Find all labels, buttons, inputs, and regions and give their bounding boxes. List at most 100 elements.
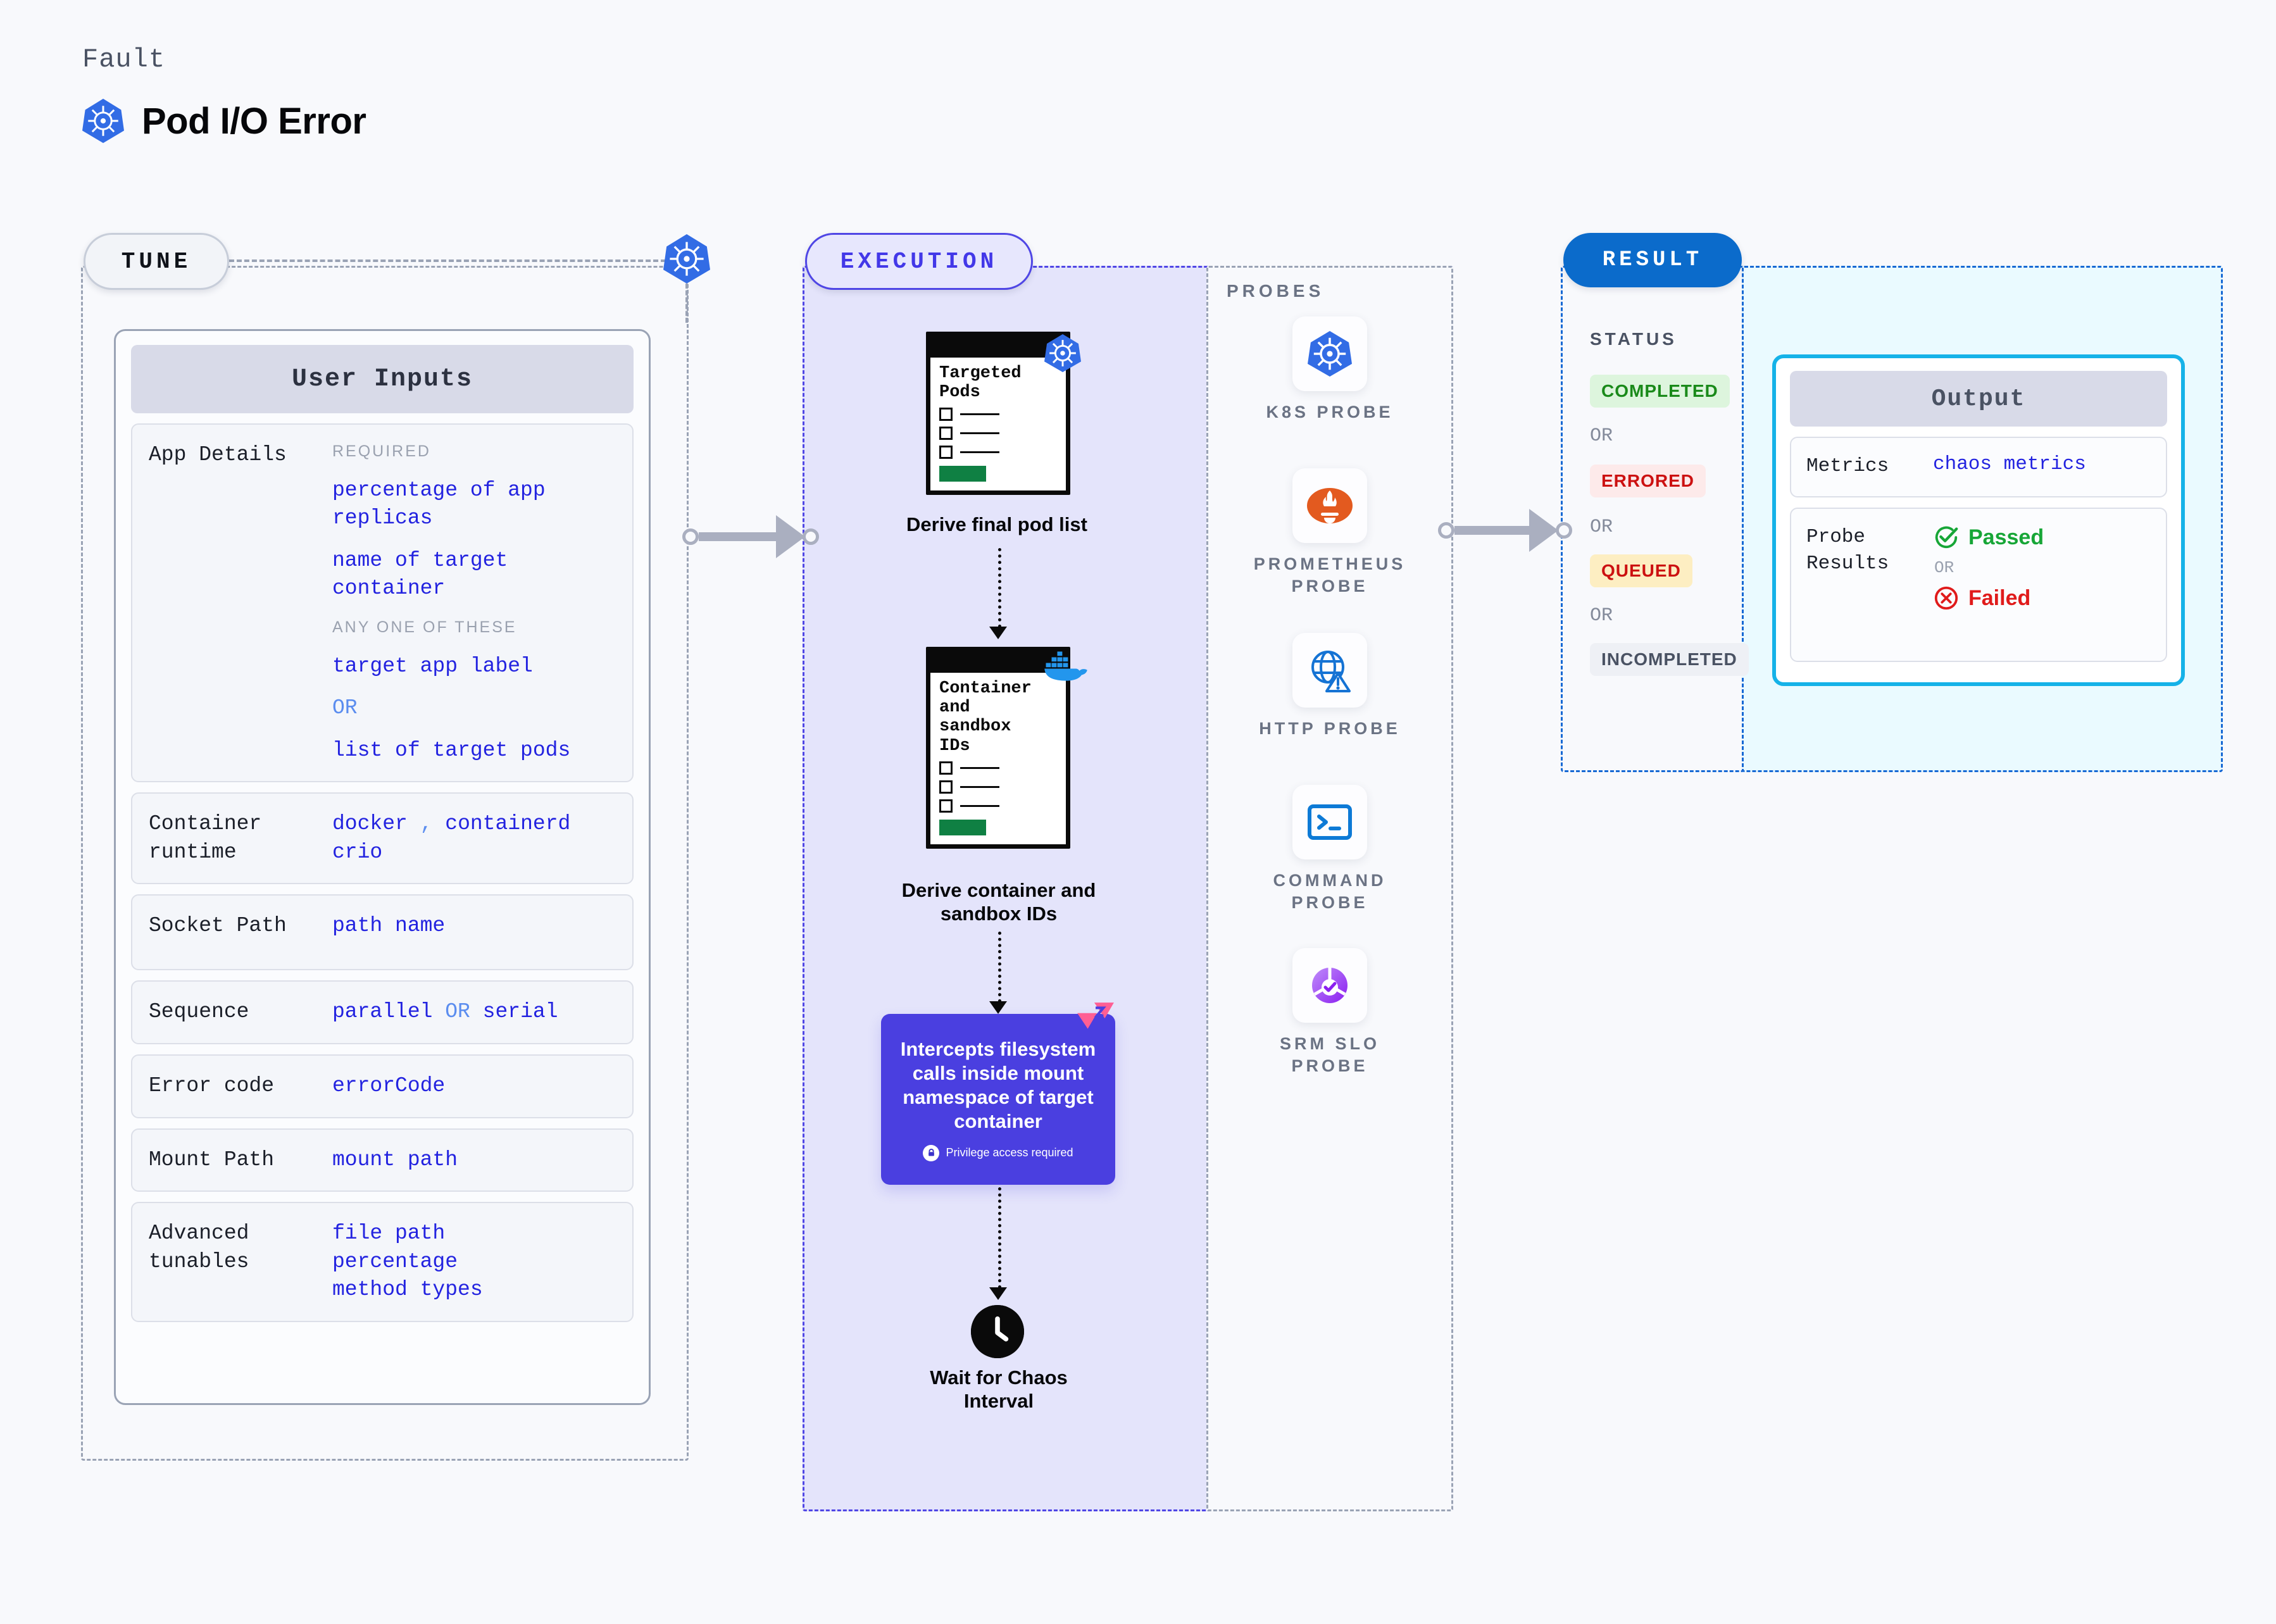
card-title-line4: IDs	[939, 736, 970, 756]
line-placeholder	[960, 785, 999, 788]
anyone-label: ANY ONE OF THESE	[332, 618, 517, 636]
anyone-value-2: list of target pods	[332, 738, 571, 762]
probe-label: SRM SLO PROBE	[1280, 1033, 1380, 1077]
card-titlebar	[930, 651, 1066, 673]
probe-label-line1: PROMETHEUS	[1253, 554, 1406, 573]
advanced-key-line2: tunables	[149, 1249, 249, 1273]
check-circle-icon	[1935, 526, 1958, 549]
prometheus-icon	[1307, 488, 1353, 523]
page-header: Fault Pod I/O Error	[82, 44, 366, 143]
output-value-probe-results: Passed OR Failed	[1933, 524, 2151, 646]
input-row-container-runtime[interactable]: Container runtime docker , containerd cr…	[131, 792, 634, 885]
input-row-error-code[interactable]: Error code errorCode	[131, 1054, 634, 1118]
checklist-item	[939, 780, 1058, 794]
input-key-advanced-tunables: Advanced tunables	[149, 1220, 332, 1304]
arrow-head-icon	[989, 627, 1007, 639]
output-value-metrics: chaos metrics	[1933, 453, 2086, 475]
connector-bar	[699, 532, 776, 541]
flow-arrow-2	[998, 932, 1001, 1003]
input-row-mount-path[interactable]: Mount Path mount path	[131, 1128, 634, 1192]
output-row-probe-results[interactable]: Probe Results Passed OR Failed	[1790, 508, 2167, 662]
input-key-app-details: App Details	[149, 443, 287, 466]
clock-icon	[971, 1305, 1024, 1358]
status-separator-1: OR	[1590, 425, 1613, 447]
required-value-2b: container	[332, 577, 446, 601]
checklist-item	[939, 799, 1058, 813]
stage-badge-execution[interactable]: EXECUTION	[805, 233, 1033, 290]
status-badge-queued: QUEUED	[1590, 554, 1692, 587]
title-row: Pod I/O Error	[82, 99, 366, 143]
checkbox-icon	[939, 446, 953, 459]
required-value-1a: percentage of app	[332, 478, 546, 502]
input-row-sequence[interactable]: Sequence parallel OR serial	[131, 980, 634, 1044]
checkbox-icon	[939, 408, 953, 422]
probe-command[interactable]: COMMAND PROBE	[1254, 785, 1406, 914]
card-titlebar	[930, 336, 1066, 358]
connector-tune-to-execution	[682, 515, 819, 558]
kubernetes-icon	[82, 99, 124, 143]
connector-end-dot	[803, 528, 819, 545]
input-row-app-details[interactable]: App Details REQUIRED percentage of app r…	[131, 423, 634, 783]
status-badge-completed: COMPLETED	[1590, 375, 1730, 408]
checkbox-icon	[939, 799, 953, 813]
stage-badge-tune[interactable]: TUNE	[84, 233, 229, 290]
sequence-serial: serial	[482, 1000, 558, 1024]
probe-result-failed: Failed	[1933, 585, 2151, 611]
arrow-head-icon	[1529, 509, 1558, 552]
connector-execution-to-result	[1438, 509, 1572, 552]
probe-label-line2: PROBE	[1291, 893, 1368, 913]
tune-k8s-stem	[685, 284, 688, 323]
output-header: Output	[1790, 371, 2167, 427]
probe-results-key-line2: Results	[1806, 552, 1889, 575]
flow-label-derive-pod-list: Derive final pod list	[906, 513, 1087, 535]
runtime-docker: docker	[332, 812, 408, 836]
arrow-head-icon	[776, 515, 805, 558]
input-key-error-code: Error code	[149, 1073, 275, 1097]
status-badge-incompleted: INCOMPLETED	[1590, 643, 1749, 676]
probe-srm-slo[interactable]: SRM SLO PROBE	[1254, 948, 1406, 1077]
input-value-advanced-tunables: file path percentage method types	[332, 1220, 616, 1304]
input-row-socket-path[interactable]: Socket Path path name	[131, 894, 634, 971]
card-title-line2: and	[939, 698, 970, 718]
probe-result-passed: Passed	[1933, 524, 2151, 551]
probe-label: PROMETHEUS PROBE	[1254, 553, 1406, 597]
green-progress-bar	[939, 466, 986, 482]
probe-k8s[interactable]: K8S PROBE	[1254, 316, 1406, 423]
checklist-item	[939, 408, 1058, 422]
failed-label: Failed	[1968, 585, 2031, 610]
probe-prometheus[interactable]: PROMETHEUS PROBE	[1254, 468, 1406, 597]
input-value-mount-path: mount path	[332, 1147, 458, 1171]
card-title-line3: sandbox	[939, 717, 1011, 737]
wait-label-line1: Wait for Chaos	[930, 1366, 1068, 1389]
input-row-advanced-tunables[interactable]: Advanced tunables file path percentage m…	[131, 1202, 634, 1322]
probe-label: COMMAND PROBE	[1273, 870, 1387, 914]
probe-tile	[1292, 316, 1367, 391]
flow-label-wait-chaos-interval: Wait for Chaos Interval	[899, 1366, 1099, 1413]
probe-label-line2: PROBE	[1291, 577, 1368, 596]
flow-card-container-sandbox-ids: Container and sandbox IDs	[926, 647, 1070, 849]
input-key-container-runtime-text: Container runtime	[149, 812, 262, 864]
flow-label-derive-container-ids: Derive container and sandbox IDs	[886, 878, 1111, 925]
probe-tile	[1292, 948, 1367, 1023]
advanced-key-line1: Advanced	[149, 1221, 249, 1246]
anyone-value-1: target app label	[332, 654, 533, 678]
required-value-1b: replicas	[332, 506, 433, 530]
flow-label-line2: sandbox IDs	[940, 903, 1058, 925]
checkbox-icon	[939, 780, 953, 794]
line-placeholder	[960, 413, 999, 416]
litmus-icon	[1077, 1003, 1114, 1029]
passed-label: Passed	[1968, 525, 2044, 549]
required-label: REQUIRED	[332, 442, 431, 460]
docker-icon	[1044, 651, 1087, 681]
connector-end-dot	[1556, 522, 1572, 539]
output-row-metrics[interactable]: Metrics chaos metrics	[1790, 437, 2167, 497]
runtime-containerd: containerd	[445, 812, 571, 836]
probes-section-title: PROBES	[1227, 281, 1325, 301]
stage-badge-result[interactable]: RESULT	[1563, 233, 1742, 287]
srm-slo-icon	[1312, 968, 1347, 1003]
privilege-note-row: Privilege access required	[923, 1144, 1073, 1161]
advanced-method-types: method types	[332, 1278, 483, 1302]
required-value-2a: name of target	[332, 548, 508, 572]
probe-http[interactable]: HTTP PROBE	[1254, 633, 1406, 740]
user-inputs-card: User Inputs App Details REQUIRED percent…	[114, 329, 651, 1405]
